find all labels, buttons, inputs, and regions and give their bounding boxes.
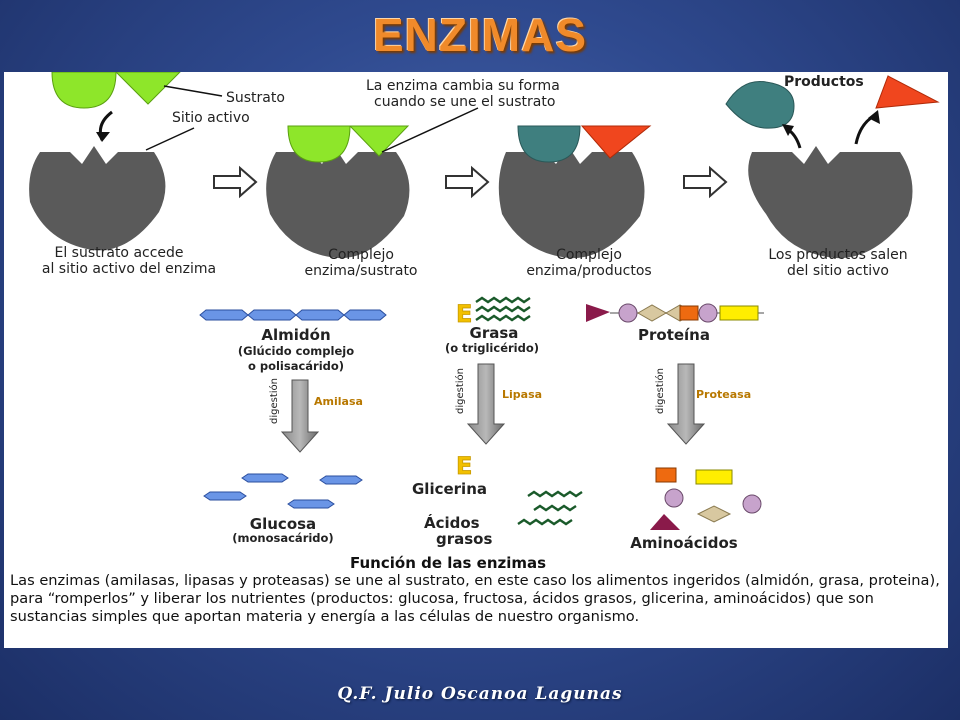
callout-cambio-2: cuando se une el sustrato <box>374 94 555 110</box>
enzyme-shape-1 <box>29 146 166 251</box>
step-1-line-1: El sustrato accede <box>54 245 183 261</box>
digestion-label-1: digestión <box>268 378 280 424</box>
glucosa-label: Glucosa <box>250 515 316 533</box>
aminoacidos-label: Aminoácidos <box>630 534 738 552</box>
callout-cambio-1: La enzima cambia su forma <box>366 78 560 94</box>
amino-acids <box>650 467 762 530</box>
glucose-molecules <box>203 473 363 509</box>
sitio-callout-line <box>145 127 195 151</box>
product-semicircle-3 <box>517 125 581 163</box>
step-4-line-1: Los productos salen <box>768 247 907 263</box>
grasos-label: grasos <box>436 530 492 548</box>
fatty-acid-chains <box>517 490 583 526</box>
glycerol-glyph: E <box>456 300 472 328</box>
starch-chain <box>199 309 387 321</box>
digestion-label-3: digestión <box>654 368 666 414</box>
glicerina-label: Glicerina <box>412 480 487 498</box>
proteasa-label: Proteasa <box>696 388 751 401</box>
almidon-sub-1: (Glúcido complejo <box>238 344 354 358</box>
acidos-label: Ácidos <box>424 513 480 532</box>
flow-arrow-3 <box>683 165 728 199</box>
sustrato-callout-line <box>163 85 223 97</box>
proteina-label: Proteína <box>638 326 710 344</box>
glucosa-sub: (monosacárido) <box>232 531 333 545</box>
substrate-triangle-1 <box>115 72 181 105</box>
funcion-text: Las enzimas (amilasas, lipasas y proteas… <box>10 572 940 625</box>
step-1-line-2: al sitio activo del enzima <box>42 261 216 277</box>
almidon-sub-2: o polisacárido) <box>248 359 344 373</box>
step-4-line-2: del sitio activo <box>787 263 889 279</box>
release-arrow-2-head <box>868 110 880 124</box>
product-semicircle-4 <box>725 80 795 129</box>
slide-title: ENZIMAS <box>373 9 587 61</box>
release-arrow-1-head <box>782 124 794 136</box>
diagram-panel: Sustrato Sitio activo La enzima cambia s… <box>4 72 948 648</box>
proteasa-digestion-arrow <box>666 363 706 445</box>
protein-chain <box>586 303 764 323</box>
amilasa-label: Amilasa <box>314 395 363 408</box>
grasa-sub: (o triglicérido) <box>445 341 539 355</box>
step-2-line-2: enzima/sustrato <box>305 263 418 279</box>
step-2-line-1: Complejo <box>328 247 394 263</box>
flow-arrow-1 <box>213 165 258 199</box>
substrate-semicircle-1 <box>51 72 117 109</box>
bind-arrow-head <box>96 132 110 142</box>
amilasa-digestion-arrow <box>280 379 320 453</box>
product-triangle-3 <box>580 125 652 159</box>
product-triangle-4 <box>875 75 940 109</box>
release-arrow-2 <box>854 114 875 145</box>
lipasa-digestion-arrow <box>466 363 506 445</box>
enzyme-shape-3 <box>498 146 645 259</box>
step-3-line-2: enzima/productos <box>526 263 651 279</box>
callout-sitio-activo: Sitio activo <box>172 110 250 126</box>
callout-sustrato: Sustrato <box>226 90 285 106</box>
lipasa-label: Lipasa <box>502 388 542 401</box>
substrate-triangle-2 <box>348 125 410 157</box>
enzyme-shape-2 <box>266 146 410 259</box>
enzyme-shape-4 <box>748 146 913 259</box>
fat-chains <box>475 296 531 322</box>
digestion-label-2: digestión <box>454 368 466 414</box>
flow-arrow-2 <box>445 165 490 199</box>
glycerol-glyph-product: E <box>456 452 472 480</box>
callout-productos: Productos <box>784 74 864 90</box>
diagram-svg: Sustrato Sitio activo La enzima cambia s… <box>29 72 940 552</box>
step-3-line-1: Complejo <box>556 247 622 263</box>
almidon-label: Almidón <box>261 326 330 344</box>
cambio-callout-line <box>381 107 479 153</box>
grasa-label: Grasa <box>470 324 519 342</box>
funcion-title: Función de las enzimas <box>350 554 547 572</box>
author-footer: Q.F. Julio Oscanoa Lagunas <box>337 684 623 704</box>
substrate-semicircle-2 <box>287 125 351 163</box>
